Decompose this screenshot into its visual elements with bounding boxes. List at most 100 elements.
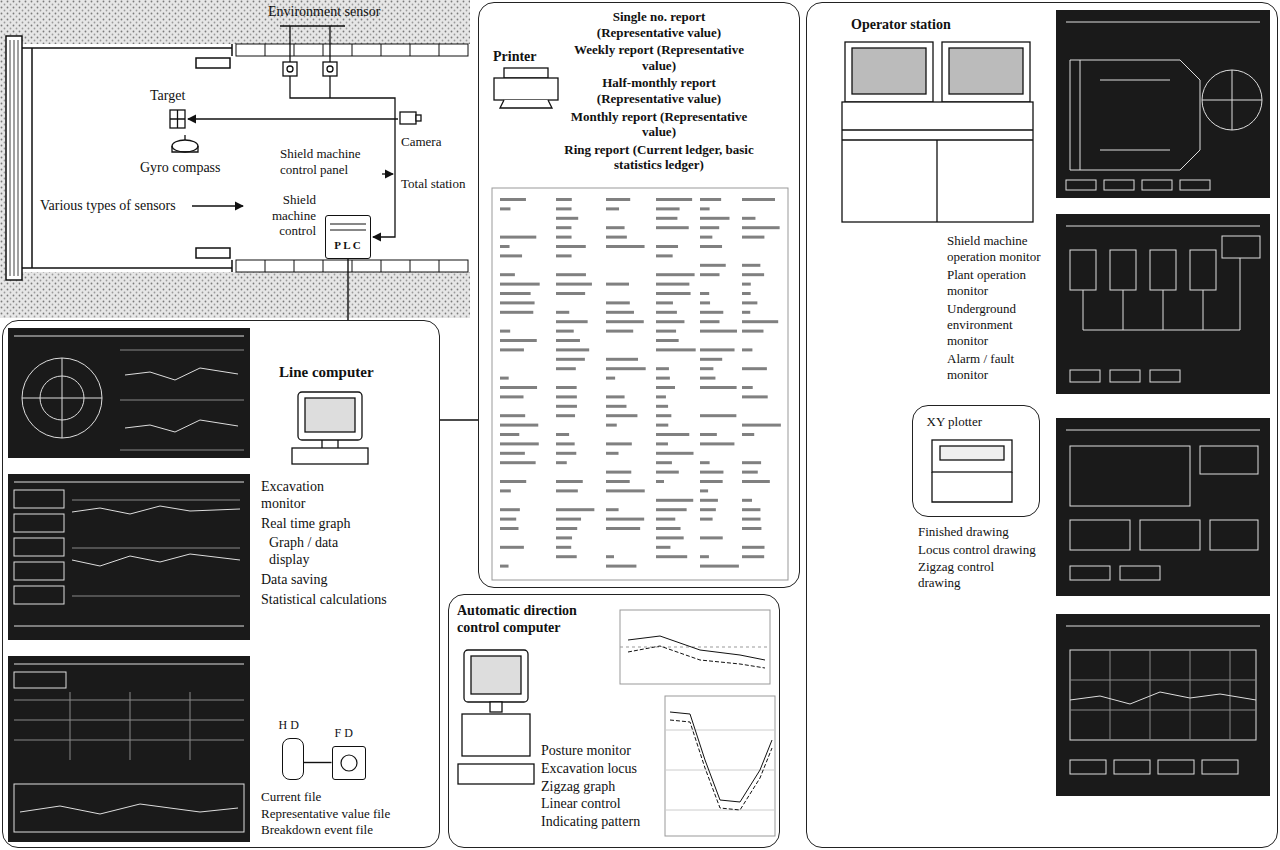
printout-sheet [700, 264, 726, 267]
printout-sheet [500, 395, 524, 398]
printout-sheet [700, 461, 710, 464]
text-holder: Graph / data display [269, 535, 369, 569]
printout-sheet [500, 292, 531, 295]
printout-sheet [606, 471, 631, 474]
printout-sheet [606, 508, 619, 511]
printout-sheet [500, 442, 539, 445]
printout-sheet [556, 546, 571, 549]
printout-sheet [700, 207, 710, 210]
printout-sheet [556, 386, 577, 389]
printout-sheet [742, 320, 778, 323]
item-text: Statistical calculations [261, 592, 431, 609]
sensor-wiring [192, 205, 243, 206]
printout-sheet [742, 499, 752, 502]
printout-sheet [656, 198, 692, 201]
monitor-screen [1066, 22, 1260, 23]
text-holder: Printer [493, 49, 537, 66]
printout-sheet [700, 499, 718, 502]
printout-sheet [606, 301, 630, 304]
monitor-screen [1083, 258, 1240, 330]
printout-sheet [656, 405, 668, 408]
printout-sheet [606, 320, 644, 323]
printout-sheet [656, 386, 675, 389]
computer-icon [292, 392, 368, 464]
printout-sheet [656, 433, 689, 436]
printout-sheet [556, 536, 572, 539]
printout-sheet [700, 311, 723, 314]
item-text: Current file [261, 789, 436, 805]
printout-sheet [700, 358, 722, 361]
monitor-screen [1070, 446, 1190, 506]
printout-sheet [700, 377, 715, 380]
printout-sheet [500, 565, 509, 568]
part-label: Target [150, 88, 185, 105]
monitor-screen [1190, 250, 1216, 290]
printout-sheet [556, 245, 586, 248]
printout-sheet [700, 330, 737, 333]
printout-sheet [700, 301, 710, 304]
monitor-screen [14, 336, 244, 337]
printout-sheet [606, 226, 625, 229]
printout-sheet [606, 452, 619, 455]
monitor-screen [14, 664, 244, 832]
printout-sheet [742, 301, 757, 304]
printout-sheet [500, 489, 511, 492]
printout-sheet [606, 245, 645, 248]
heading-text: Operator station [851, 17, 951, 34]
printout-sheet [700, 217, 729, 220]
label-holder: Finished drawing [918, 524, 1036, 540]
item-text: Weekly report (Representative value) [569, 42, 749, 73]
printout-sheet [656, 292, 691, 295]
item-text: Breakdown event file [261, 822, 436, 838]
monitor-screen [125, 368, 238, 380]
printout-sheet [500, 508, 520, 511]
text-holder: Representative value file [261, 806, 436, 822]
zigzag-chart [665, 730, 775, 810]
printout-sheet [556, 461, 567, 464]
heading-text: Line computer [279, 363, 374, 381]
monitor-screen [72, 506, 240, 514]
printout-sheet [556, 489, 578, 492]
label-holder: Zigzag control drawing [918, 559, 1036, 590]
disk-symbol [341, 755, 357, 771]
text-holder: Ring report (Current ledger, basic stati… [539, 142, 779, 173]
printout-sheet [700, 236, 712, 239]
printout-sheet [556, 198, 572, 201]
shield-machine [6, 36, 232, 280]
printout-sheet [656, 301, 673, 304]
printout-sheet [656, 555, 687, 558]
printout-sheet [656, 527, 681, 530]
shield-machine [6, 36, 22, 280]
heading-text: Printer [493, 49, 537, 66]
printout-sheet [700, 386, 737, 389]
monitor-screen [72, 500, 240, 596]
printout-sheet [606, 480, 630, 483]
printout-sheet [556, 508, 594, 511]
printer-icon [494, 78, 558, 100]
operator-console [949, 48, 1023, 94]
text-holder: Weekly report (Representative value) [569, 42, 749, 73]
printout-sheet [700, 367, 713, 370]
computer-icon [298, 392, 362, 440]
ground-section [22, 44, 470, 272]
monitor-screen [8, 328, 250, 458]
operator-panel: XY plotterOperator stationShield machine… [806, 2, 1278, 848]
printout-sheet [606, 330, 633, 333]
printout-sheet [656, 311, 677, 314]
monitor-screen [1056, 214, 1270, 394]
heading-text: Automatic direction control computer [457, 603, 612, 637]
printout-sheet [606, 518, 644, 521]
monitor-screen [1066, 22, 1262, 190]
computer-icon [462, 714, 530, 756]
computer-icon [322, 440, 338, 448]
printout-sheet [606, 414, 637, 417]
monitor-screen [1066, 626, 1260, 774]
connector [347, 259, 348, 320]
shield-machine [196, 58, 230, 68]
printout-sheet [656, 536, 684, 539]
printout-sheet [556, 311, 569, 314]
printout-sheet [556, 292, 585, 295]
printout-sheet [500, 236, 536, 239]
printout-sheet [492, 188, 788, 580]
